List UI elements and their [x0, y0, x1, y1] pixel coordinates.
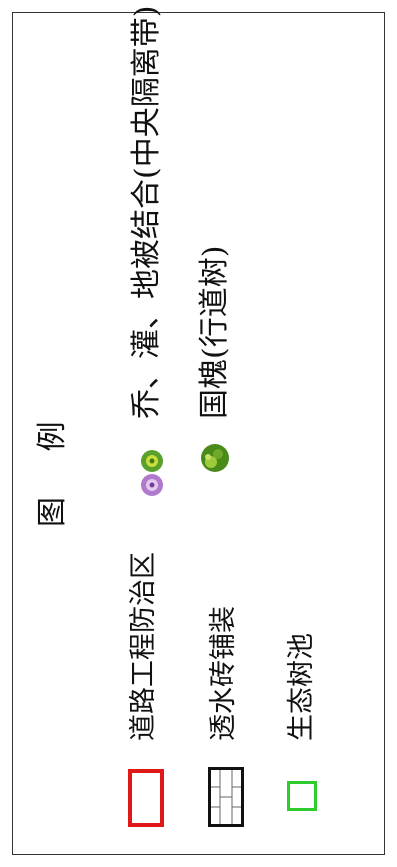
road-works-zone-label: 道路工程防治区 — [128, 552, 159, 741]
legend-frame — [12, 12, 385, 855]
road-works-zone-symbol — [128, 769, 164, 827]
legend-title: 图 例 — [35, 403, 70, 527]
permeable-paver-symbol — [208, 767, 244, 827]
mixed-planting-label: 乔、灌、地被结合(中央隔离带) — [129, 5, 164, 419]
tree-icon — [201, 444, 229, 472]
mixed-planting-icon — [141, 450, 163, 496]
permeable-paver-label: 透水砖铺装 — [208, 606, 239, 741]
tree-label: 国槐(行道树) — [197, 245, 232, 419]
tree-pool-label: 生态树池 — [286, 633, 317, 741]
tree-pool-symbol — [287, 781, 317, 811]
